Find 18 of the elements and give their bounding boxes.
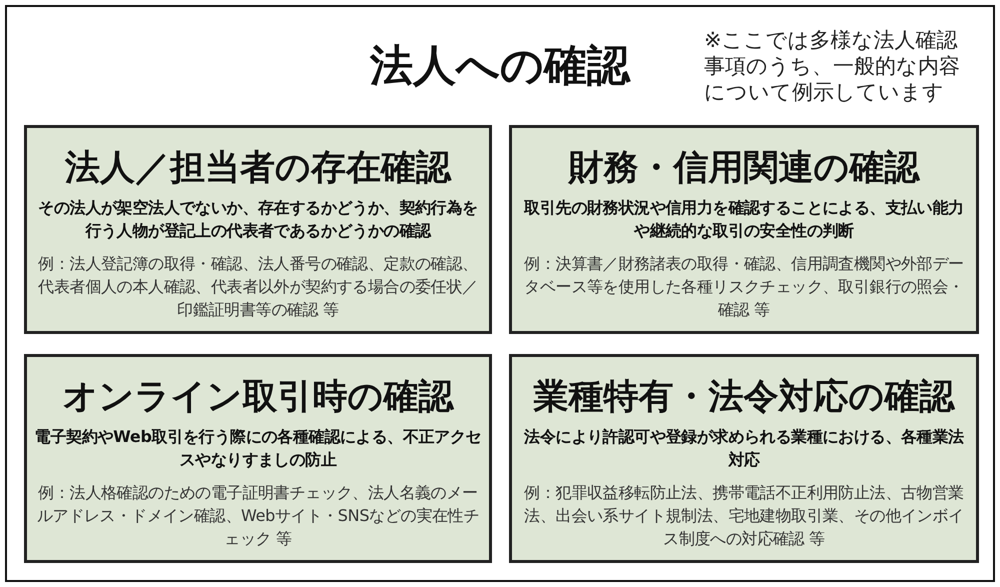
note: ※ここでは多様な法人確認事項のうち、一般的な内容について例示しています — [704, 27, 961, 105]
example-text: 例：決算書／財務諸表の取得・確認、信用調査機関や外部データベース等を使用した各種リスクチェック、取引銀行の照会・確認 等 — [523, 253, 965, 321]
title: 法人への確認 — [368, 40, 632, 93]
box-description: 電子契約やWeb取引を行う際にの各種確認による、不正アクセスやなりすましの防止 — [34, 426, 482, 471]
box-heading: 財務・信用関連の確認 — [566, 147, 921, 190]
category-box — [509, 125, 979, 334]
category-box — [509, 354, 979, 563]
example-text: 例：法人登記簿の取得・確認、法人番号の確認、定款の確認、代表者個人の本人確認、代表者以外が契約する場合の委任状／印鑑証明書等の確認 等 — [37, 253, 479, 321]
example-text: 例：犯罪収益移転防止法、携帯電話不正利用防止法、古物営業法、出会い系サイト規制法、宅地建物取引業、その他インボイス制度への対応確認 等 — [523, 482, 965, 550]
category-box — [24, 125, 492, 334]
box-description: 取引先の財務状況や信用力を確認することによる、支払い能力や継続的な取引の安全性の判断 — [522, 197, 965, 242]
example-text: 例：法人格確認のための電子証明書チェック、法人名義のメールアドレス・ドメイン確認、Webサイト・SNSなどの実在性チェック 等 — [36, 482, 480, 550]
box-heading: 業種特有・法令対応の確認 — [532, 376, 956, 419]
box-heading: 法人／担当者の存在確認 — [64, 147, 452, 190]
box-description: その法人が架空法人でないか、存在するかどうか、契約行為を行う人物が登記上の代表者であるかどうかの確認 — [37, 197, 479, 242]
box-description: 法令により許認可や登録が求められる業種における、各種業法対応 — [523, 426, 965, 471]
box-heading: オンライン取引時の確認 — [62, 376, 455, 419]
category-box — [24, 354, 492, 563]
